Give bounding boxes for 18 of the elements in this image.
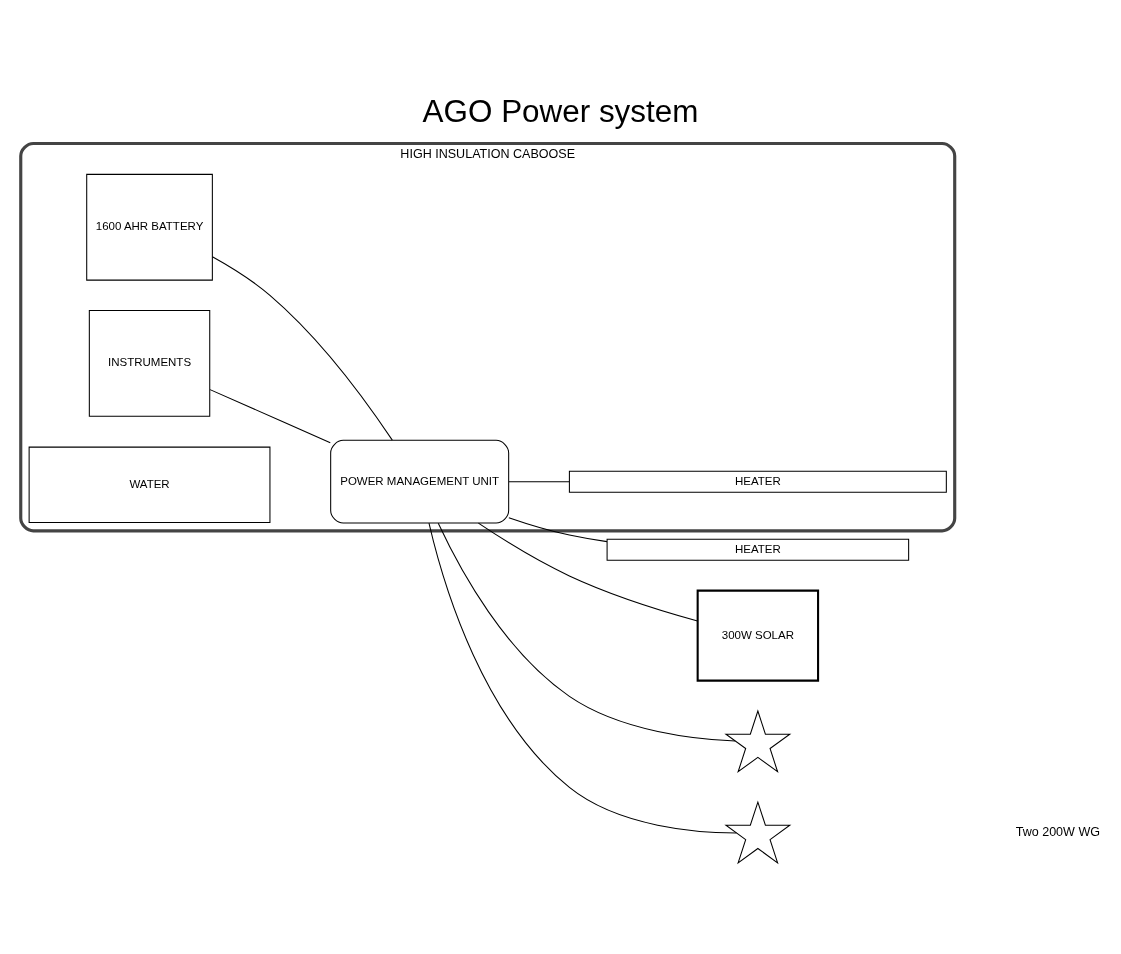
node-star xyxy=(724,799,792,864)
diagram-title: AGO Power system xyxy=(422,93,699,129)
connector xyxy=(477,522,699,621)
node-box: HEATER xyxy=(568,470,947,493)
connector xyxy=(211,255,393,441)
node-box: POWER MANAGEMENT UNIT xyxy=(330,439,510,524)
connector xyxy=(508,480,570,482)
connector xyxy=(508,516,608,542)
node-box: 1600 AHR BATTERY xyxy=(86,173,213,281)
node-box: INSTRUMENTS xyxy=(88,309,211,417)
node-box: WATER xyxy=(28,446,271,523)
connector xyxy=(428,522,737,833)
connector xyxy=(209,388,331,443)
label: Two 200W WG xyxy=(1015,824,1101,839)
node-star xyxy=(724,708,792,773)
node-box: 300W SOLAR xyxy=(696,589,820,682)
connector xyxy=(437,522,736,742)
node-box: HEATER xyxy=(606,538,910,561)
